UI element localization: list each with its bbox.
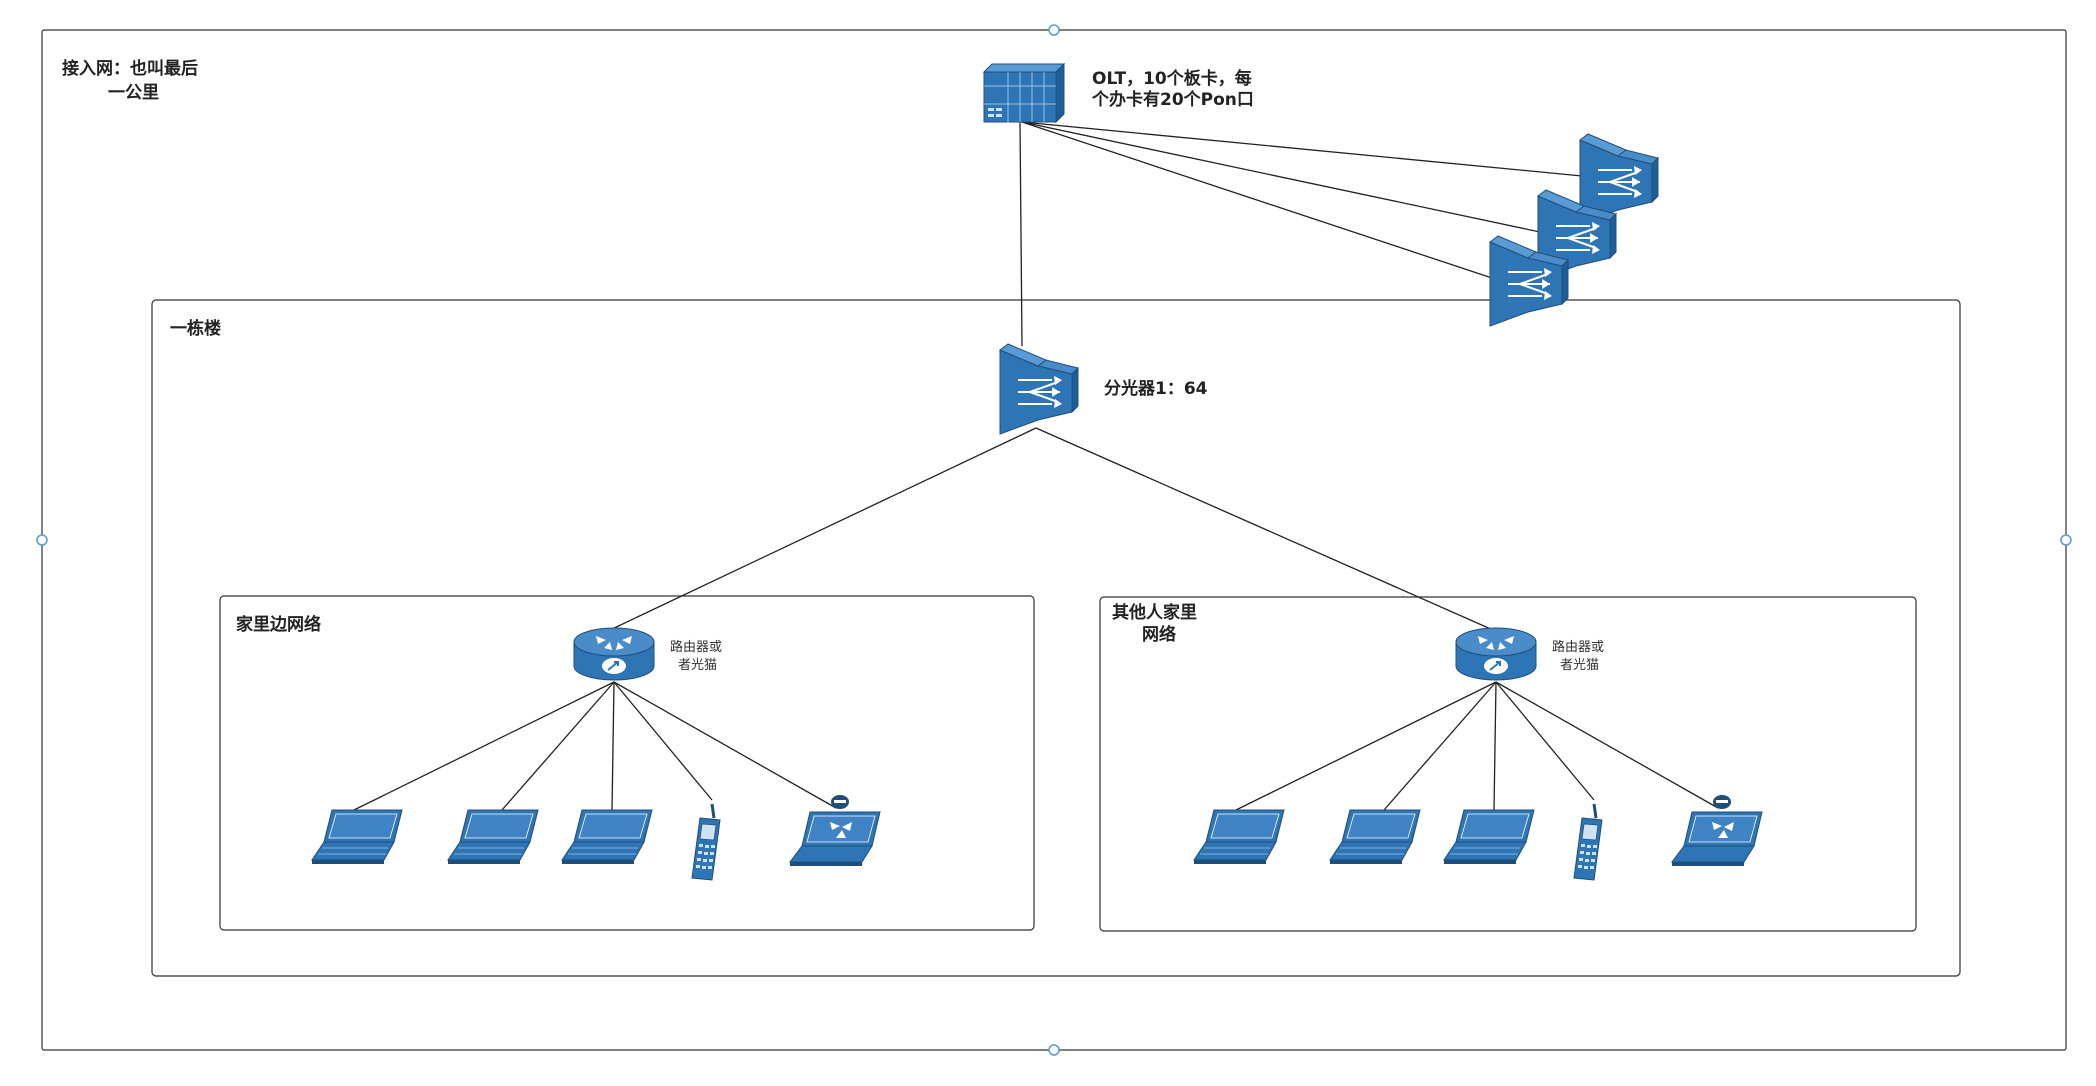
laptop-icon[interactable]: [1443, 809, 1535, 865]
cellphone-icon[interactable]: [1572, 802, 1604, 882]
handle-right[interactable]: [2060, 534, 2072, 546]
router-icon[interactable]: [1455, 627, 1537, 681]
home-left-title: 家里边网络: [236, 614, 321, 635]
handle-left[interactable]: [36, 534, 48, 546]
splitter-icon[interactable]: [999, 343, 1079, 435]
router-right-label-line1: 路由器或: [1552, 639, 1604, 655]
router-icon[interactable]: [573, 627, 655, 681]
access-network-frame: [41, 29, 2067, 1051]
home-right-frame: [1099, 596, 1917, 932]
olt-label-line1: OLT，10个板卡，每: [1092, 68, 1252, 89]
home-right-title-line2: 网络: [1142, 624, 1176, 645]
laptop-icon[interactable]: [311, 809, 403, 865]
laptop-icon[interactable]: [447, 809, 539, 865]
cellphone-icon[interactable]: [690, 802, 722, 882]
olt-label-line2: 个办卡有20个Pon口: [1091, 89, 1254, 110]
router-right-label-line2: 者光猫: [1560, 658, 1599, 673]
wireless-laptop-icon[interactable]: [789, 794, 881, 867]
laptop-icon[interactable]: [1193, 809, 1285, 865]
splitter-label: 分光器1：64: [1104, 378, 1208, 399]
selection-handles[interactable]: [36, 24, 2072, 1056]
laptop-icon[interactable]: [1329, 809, 1421, 865]
router-left-label-line1: 路由器或: [670, 639, 722, 655]
handle-bottom[interactable]: [1048, 1044, 1060, 1056]
outer-title-line2: 一公里: [108, 83, 159, 103]
outer-title-line1: 接入网：也叫最后: [62, 58, 198, 79]
building-title: 一栋楼: [170, 318, 221, 339]
wireless-laptop-icon[interactable]: [1671, 794, 1763, 867]
home-left-frame: [219, 595, 1035, 931]
laptop-icon[interactable]: [561, 809, 653, 865]
olt-rack-icon[interactable]: [983, 63, 1065, 123]
connections: [353, 121, 1719, 811]
home-right-title-line1: 其他人家里: [1112, 602, 1197, 623]
building-frame: [151, 299, 1961, 977]
handle-top[interactable]: [1048, 24, 1060, 36]
router-left-label-line2: 者光猫: [678, 658, 717, 673]
